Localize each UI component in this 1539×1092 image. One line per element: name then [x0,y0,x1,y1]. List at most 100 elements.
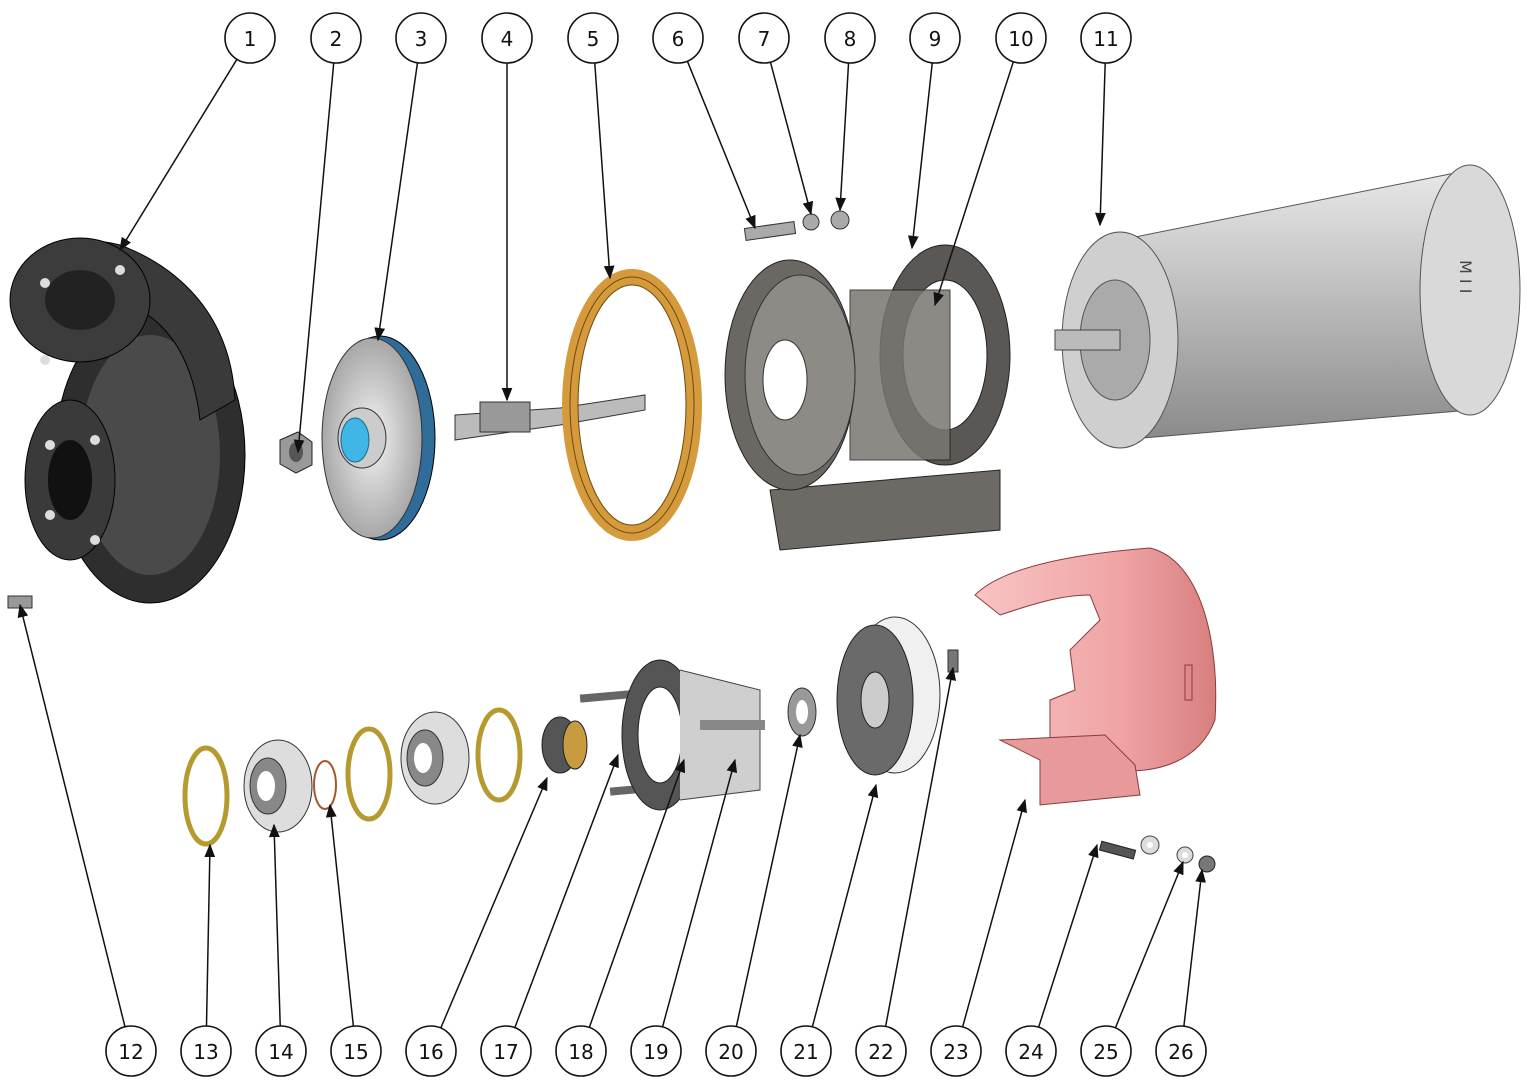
gasket [562,269,702,541]
leader-line-17 [514,753,619,1028]
leader-line-12 [17,603,126,1027]
callout-balloon-9: 9 [909,12,961,64]
balloon-number: 24 [1018,1040,1043,1064]
o-ring [313,760,337,810]
seal-housing [579,659,765,811]
leader-line-18 [588,758,686,1028]
leader-line-7 [769,61,814,216]
balloon-circle [310,12,362,64]
leader-line-24 [1037,843,1099,1028]
balloon-number: 2 [330,27,343,51]
callout-balloon-11: 11 [1080,12,1132,64]
balloon-number: 25 [1093,1040,1118,1064]
lock-washer [1176,846,1194,864]
leader-line-20 [735,733,803,1027]
balloon-number: 12 [118,1040,143,1064]
callout-balloon-25: 25 [1080,1025,1132,1077]
balloon-circle [652,12,704,64]
balloon-circle [1080,12,1132,64]
balloon-circle [105,1025,157,1077]
callout-balloon-19: 19 [630,1025,682,1077]
callout-balloon-8: 8 [824,12,876,64]
leader-line-5 [594,62,615,280]
balloon-circle [480,1025,532,1077]
callout-balloon-22: 22 [855,1025,907,1077]
balloon-circle [180,1025,232,1077]
impeller [321,335,436,541]
balloon-circle [405,1025,457,1077]
motor-adapter [724,244,1011,551]
leader-line-10 [933,61,1015,307]
guard-nut [1198,855,1216,873]
balloon-number: 9 [929,27,942,51]
leader-line-16 [440,776,548,1029]
balloon-circle [224,12,276,64]
callout-balloon-26: 26 [1155,1025,1207,1077]
balloon-number: 23 [943,1040,968,1064]
callout-balloon-17: 17 [480,1025,532,1077]
callout-balloon-24: 24 [1005,1025,1057,1077]
balloon-circle [995,12,1047,64]
balloon-number: 3 [415,27,428,51]
retaining-ring-2 [345,726,393,822]
leader-line-13 [204,843,216,1027]
callout-balloon-23: 23 [930,1025,982,1077]
motor-nameplate-text: M I I [1456,260,1475,293]
pump-casing [9,237,246,604]
impeller-nut [279,431,313,474]
callout-balloon-20: 20 [705,1025,757,1077]
guard-bolt [1098,840,1137,860]
electric-motor: M I I [1054,164,1521,449]
balloon-circle [567,12,619,64]
balloon-circle [255,1025,307,1077]
callout-balloon-15: 15 [330,1025,382,1077]
balloon-number: 22 [868,1040,893,1064]
leader-line-14 [268,823,281,1027]
leader-line-2 [293,62,335,454]
leader-line-25 [1114,860,1184,1029]
balloon-circle [930,1025,982,1077]
hex-nut [802,213,820,231]
callout-balloon-4: 4 [481,12,533,64]
leader-line-11 [1094,62,1106,227]
balloon-number: 26 [1168,1040,1193,1064]
balloon-number: 21 [793,1040,818,1064]
callout-balloon-2: 2 [310,12,362,64]
mechanical-seal [541,716,588,774]
coupling-guard [974,547,1217,806]
callout-balloon-6: 6 [652,12,704,64]
leader-line-23 [961,798,1027,1028]
callout-balloon-10: 10 [995,12,1047,64]
cooling-fan [836,616,941,776]
callout-balloon-1: 1 [224,12,276,64]
balloon-circle [1005,1025,1057,1077]
callout-balloon-5: 5 [567,12,619,64]
callout-balloon-3: 3 [395,12,447,64]
water-slinger [787,687,817,737]
balloon-number: 4 [501,27,514,51]
balloon-number: 17 [493,1040,518,1064]
callout-balloon-14: 14 [255,1025,307,1077]
balloon-circle [481,12,533,64]
balloon-number: 1 [244,27,257,51]
balloon-circle [555,1025,607,1077]
leader-line-15 [325,803,355,1027]
balloon-circle [395,12,447,64]
balloon-number: 18 [568,1040,593,1064]
hex-nut-2 [830,210,850,230]
leader-line-21 [811,783,879,1028]
balloon-number: 16 [418,1040,443,1064]
leader-line-26 [1183,868,1206,1027]
stud-bolt [743,221,797,241]
bearing-2 [400,711,470,805]
leader-line-1 [119,58,238,252]
pump-shaft [454,394,646,441]
balloon-number: 20 [718,1040,743,1064]
leader-line-9 [907,62,934,250]
leader-line-22 [884,666,957,1027]
balloon-circle [738,12,790,64]
callout-balloon-21: 21 [780,1025,832,1077]
balloon-number: 11 [1093,27,1118,51]
bearing [243,739,313,833]
